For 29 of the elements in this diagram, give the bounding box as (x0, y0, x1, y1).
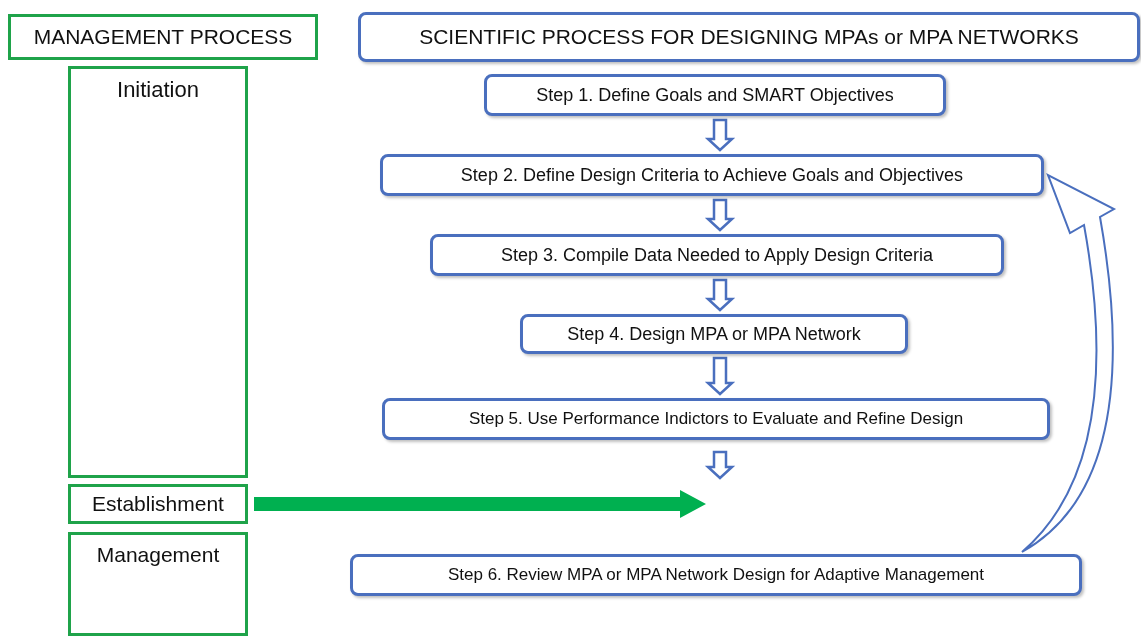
block-arrow (704, 118, 736, 152)
stage-box (68, 532, 248, 636)
step-text: Step 4. Design MPA or MPA Network (567, 323, 861, 345)
step-text: Step 5. Use Performance Indictors to Evaluate and Refine Design (468, 409, 964, 429)
stage-box (68, 484, 248, 524)
step-text: Step 1. Define Goals and SMART Objectives (536, 84, 894, 106)
header-text: MANAGEMENT PROCESS (33, 25, 293, 49)
header-box (8, 14, 318, 60)
step-text: Step 6. Review MPA or MPA Network Design for Adaptive Management (447, 565, 985, 585)
step-text: Step 3. Compile Data Needed to Apply Design Criteria (500, 244, 934, 266)
step-box (382, 398, 1050, 440)
thick-arrow (254, 490, 706, 518)
stage-box (68, 66, 248, 478)
step-box (430, 234, 1004, 276)
step-box (520, 314, 908, 354)
step-text: Step 2. Define Design Criteria to Achieve Goals and Objectives (460, 164, 964, 186)
step-box (350, 554, 1082, 596)
step-text: Management (96, 543, 220, 567)
block-arrow (704, 278, 736, 312)
step-text: Establishment (92, 492, 224, 516)
header-text: SCIENTIFIC PROCESS FOR DESIGNING MPAs or MPA NETWORKS (419, 25, 1079, 49)
step-text: Initiation (117, 77, 199, 103)
header-box (358, 12, 1140, 62)
block-arrow (704, 356, 736, 396)
step-box (484, 74, 946, 116)
curved-arrow (1021, 174, 1115, 553)
block-arrow (704, 198, 736, 232)
block-arrow (704, 450, 736, 480)
step-box (380, 154, 1044, 196)
